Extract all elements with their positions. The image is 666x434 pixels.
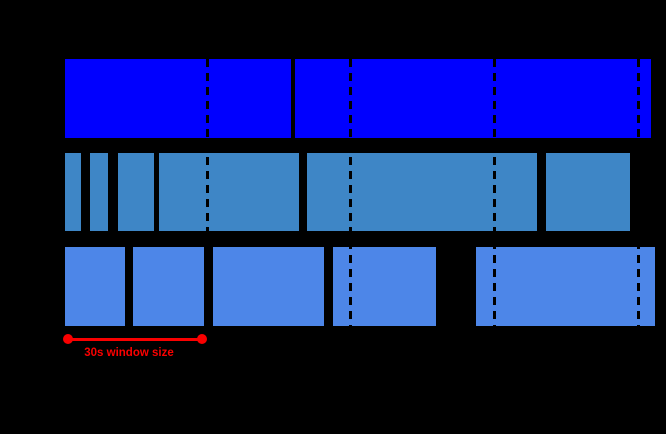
bar-segment-row-2 bbox=[118, 153, 154, 231]
bar-segment-row-1 bbox=[65, 59, 291, 138]
bar-segment-row-2 bbox=[65, 153, 81, 231]
bar-segment-row-3 bbox=[213, 247, 324, 326]
window-boundary-dashed-line bbox=[205, 59, 209, 326]
window-boundary-dashed-line bbox=[636, 59, 640, 326]
bar-segment-row-2 bbox=[307, 153, 537, 231]
window-boundary-dashed-line bbox=[348, 59, 352, 326]
bar-segment-row-2 bbox=[90, 153, 108, 231]
measure-endpoint-right-dot bbox=[197, 334, 207, 344]
window-size-label: 30s window size bbox=[84, 347, 174, 359]
bar-segment-row-3 bbox=[65, 247, 125, 326]
window-boundary-dashed-line bbox=[492, 59, 496, 326]
bar-segment-row-2 bbox=[546, 153, 630, 231]
bar-segment-row-1 bbox=[295, 59, 651, 138]
measure-endpoint-left-dot bbox=[63, 334, 73, 344]
bar-segment-row-2 bbox=[159, 153, 299, 231]
bar-segment-row-3 bbox=[476, 247, 655, 326]
measure-line bbox=[68, 337, 202, 341]
bar-segment-row-3 bbox=[133, 247, 204, 326]
